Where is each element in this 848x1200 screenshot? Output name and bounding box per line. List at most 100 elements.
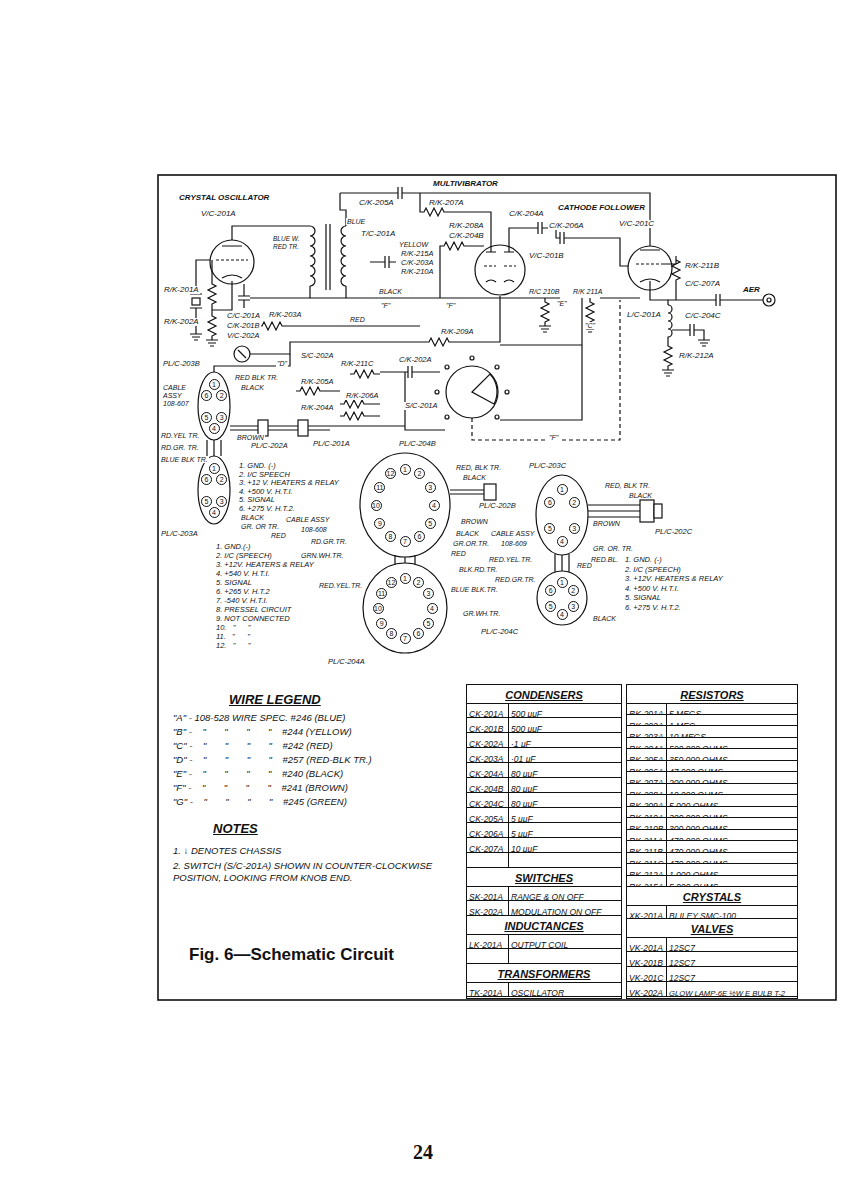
note-text: "G" - " " " " #245 (GREEN)	[172, 796, 348, 807]
schematic-label: RED, BLK TR.	[455, 464, 502, 471]
table-row: LK-201AOUTPUT COIL	[467, 934, 621, 949]
table-cell: 5 MEGS.	[667, 703, 797, 714]
part-ref: CK-204A	[467, 769, 504, 777]
table-row: RK-204A500,000 OHMS	[627, 738, 797, 750]
schematic-label: 2. I/C (SPEECH)	[215, 552, 273, 560]
part-value: BLILEY SMC-100	[667, 911, 736, 918]
part-ref: RK-207A	[627, 778, 664, 783]
schematic-label: GR. OR TR.	[240, 523, 280, 530]
schematic-label: CABLE ASSY	[285, 516, 330, 523]
table-cell: VK-201A	[627, 937, 667, 951]
part-ref: RK-211C	[627, 859, 663, 864]
table-row: RK-211C 470,000 OHMS	[627, 853, 797, 865]
schematic-label: 5. SIGNAL	[624, 594, 662, 602]
table-row: CK-204A80 μμF	[467, 763, 621, 778]
pin-number: 4	[427, 603, 438, 614]
part-value: 300,000 OHMS	[667, 813, 728, 818]
table-title: RESISTORS	[680, 689, 743, 701]
pin-number: 6	[413, 628, 424, 639]
part-ref: RK-210A	[627, 813, 664, 818]
part-value: 200,000 OHMS	[667, 778, 728, 783]
table-row: CK-204C 80 μμF	[467, 793, 621, 808]
part-value: 5 MEGS.	[667, 709, 703, 714]
schematic-label: R/K-207A	[428, 199, 465, 207]
table-cell: BLILEY SMC-100	[667, 905, 797, 918]
table-cell: RK-210B	[627, 818, 667, 829]
table-cell: 10 MEGS	[667, 726, 797, 737]
table-cell: 5,000 OHMS	[667, 876, 797, 887]
part-value: 470,000 OHMS	[667, 859, 728, 864]
schematic-label: 5. SIGNAL	[215, 579, 253, 587]
schematic-label: R/C 210B	[528, 288, 560, 295]
parts-table: INDUCTANCESLK-201AOUTPUT COIL	[466, 915, 622, 966]
pin-number: 2	[569, 497, 580, 508]
table-cell: 200,000 OHMS	[667, 772, 797, 783]
part-value: 10 MEGS	[667, 732, 706, 737]
schematic-label: 4. +540 V. H.T.I.	[215, 570, 271, 578]
table-cell: 1,000 OHMS	[667, 864, 797, 875]
schematic-label: RED	[349, 316, 366, 323]
part-value: 12SC7	[667, 943, 695, 951]
part-ref: RK-211A	[627, 836, 663, 841]
schematic-label: RED BLK TR.	[234, 374, 279, 381]
part-value: 500 μμF	[509, 724, 542, 732]
schematic-label: C/K-204B	[448, 232, 485, 240]
table-row	[467, 949, 621, 964]
table-row: RK-210A300,000 OHMS	[627, 807, 797, 819]
table-header: TRANSFORMERS	[467, 964, 621, 983]
pin-number: 6	[201, 390, 212, 401]
pin-number: 9	[374, 518, 385, 529]
schematic-label: ASSY	[162, 392, 183, 399]
schematic-label: PL/C-203A	[160, 530, 199, 538]
part-value: 47,000 OHMS	[667, 767, 723, 772]
table-header: CONDENSERS	[467, 685, 621, 704]
pin-number: 11	[374, 482, 385, 493]
note-text: "C" - " " " " #242 (RED)	[172, 740, 334, 751]
schematic-label: 9. NOT CONNECTED	[215, 615, 291, 623]
parts-table: SWITCHESSK-201ARANGE & ON OFFSK-202AMODU…	[466, 867, 622, 918]
schematic-label: PL/C-203C	[528, 462, 567, 470]
section-heading: NOTES	[212, 822, 259, 835]
schematic-label: 6. +275 V. H.T.2.	[624, 604, 682, 612]
table-cell: 47,000 OHMS	[667, 761, 797, 772]
pin-number: 1	[400, 464, 411, 475]
part-ref: CK-204C	[467, 799, 504, 807]
schematic-label: 3. +12V. HEATERS & RELAY	[215, 561, 315, 569]
note-text: 1. ↓ DENOTES CHASSIS	[172, 845, 282, 856]
table-row: RK-201A5 MEGS.	[627, 703, 797, 715]
pin-number: 11	[376, 588, 387, 599]
schematic-label: RD.GR. TR.	[160, 444, 200, 451]
pin-number: 1	[209, 463, 220, 474]
table-cell: CK-204A	[467, 763, 509, 777]
schematic-label: RED.YEL.TR.	[488, 556, 533, 563]
note-text: "F" - " " " " #241 (BROWN)	[172, 782, 349, 793]
part-value: 80 μμF	[509, 799, 537, 807]
part-ref: RK-203A	[627, 732, 664, 737]
schematic-label: RED.GR.TR.	[494, 576, 536, 583]
schematic-label: AER	[742, 286, 761, 294]
part-value: ·1 μF	[509, 739, 531, 747]
part-value: ·01 μF	[509, 754, 536, 762]
schematic-label: C/K-202A	[398, 356, 433, 364]
table-row: TK-201AOSCILLATOR	[467, 982, 621, 997]
table-row: RK-203A10 MEGS	[627, 726, 797, 738]
pin-number: 5	[544, 523, 555, 534]
table-cell: XK-201A	[627, 905, 667, 918]
part-ref: RK-205A	[627, 755, 664, 760]
schematic-label: R/K-212A	[678, 352, 715, 360]
table-cell: CK-201B	[467, 718, 509, 732]
schematic-label: RD.GR.TR.	[310, 538, 348, 545]
table-cell: 12SC7	[667, 937, 797, 951]
schematic-label: CRYSTAL OSCILLATOR	[178, 194, 270, 202]
table-row: VK-201B12SC7	[627, 952, 797, 967]
table-row: XK-201ABLILEY SMC-100	[627, 905, 797, 919]
part-ref: VK-202A	[627, 988, 663, 996]
schematic-label: 1. GND.(-)	[215, 543, 252, 551]
schematic-label: RED	[270, 532, 287, 539]
table-title: SWITCHES	[515, 872, 573, 884]
table-cell: 80 μμF	[509, 778, 621, 792]
schematic-label: R/K-210A	[400, 268, 435, 276]
part-ref: SK-201A	[467, 892, 503, 900]
table-row: RK-202A1 MEG.	[627, 715, 797, 727]
